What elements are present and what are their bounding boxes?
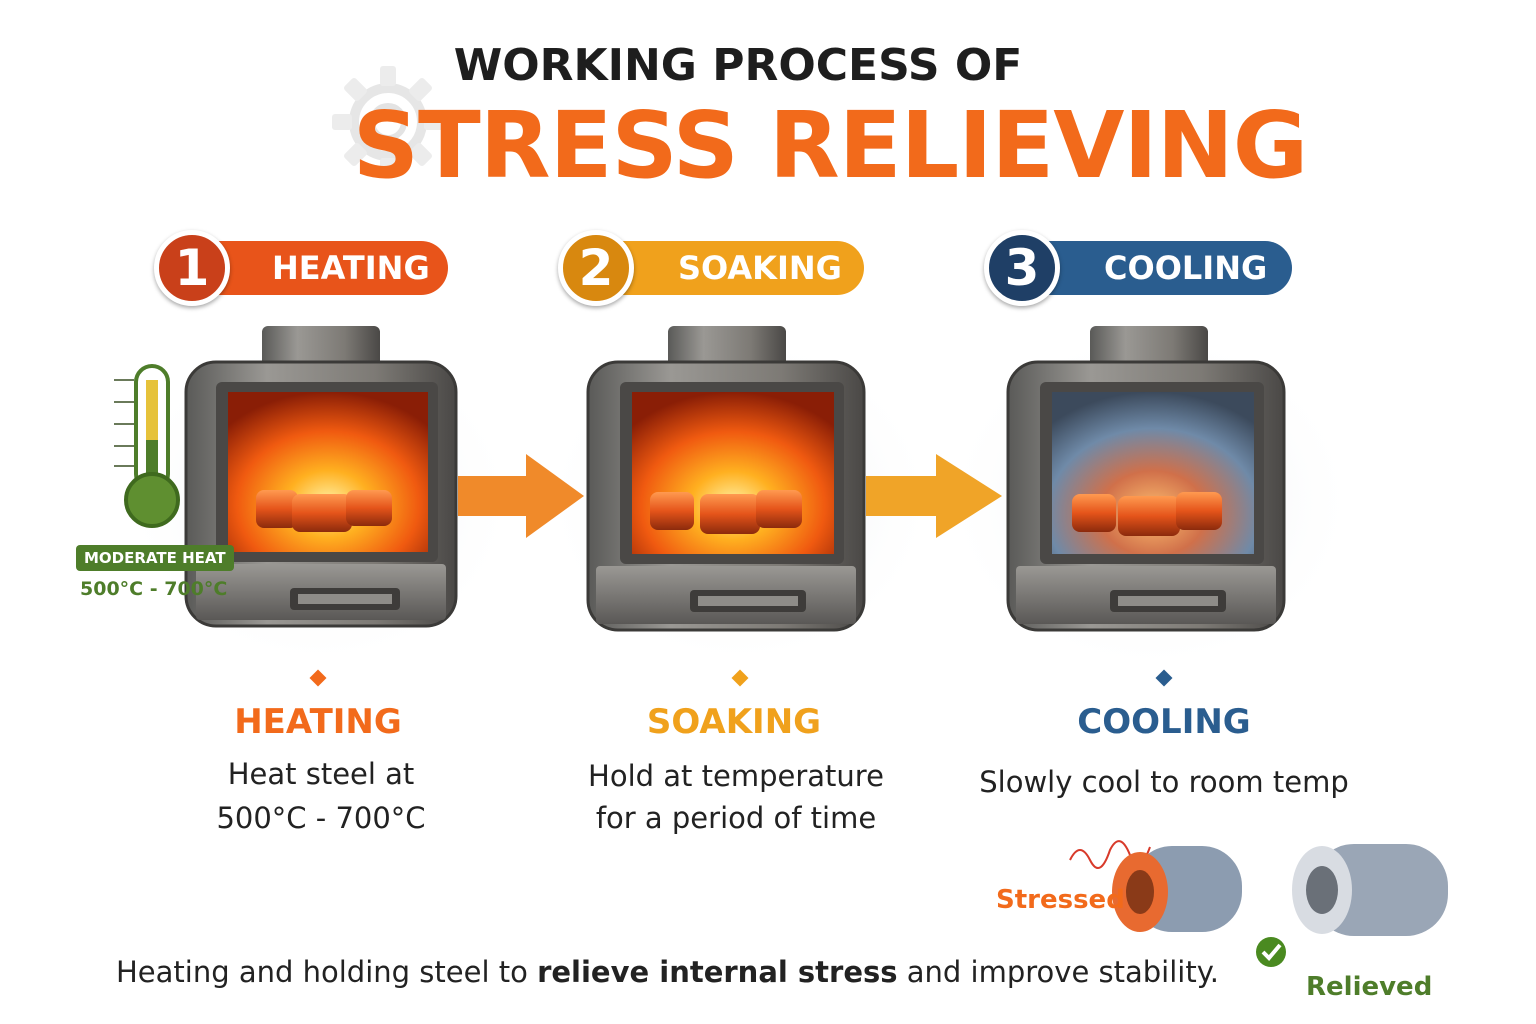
step-2-badge-label: SOAKING	[678, 249, 842, 287]
footer-bold: relieve internal stress	[537, 955, 898, 989]
step-1-number: 1	[154, 230, 230, 306]
arrow-right-icon	[458, 454, 584, 538]
step-1-desc-line2: 500°C - 700°C	[216, 801, 426, 835]
footer-caption: Heating and holding steel to relieve int…	[116, 955, 1219, 989]
step-3-badge: COOLING	[1022, 241, 1292, 295]
heat-tag-label: MODERATE HEAT	[84, 549, 226, 567]
footer-part2: and improve stability.	[897, 955, 1219, 989]
step-1-title: HEATING	[234, 702, 402, 742]
step-3-badge-label: COOLING	[1104, 249, 1268, 287]
furnace-1	[120, 326, 520, 670]
arrow-right-icon	[866, 454, 1002, 538]
gear-icon	[332, 66, 444, 178]
step-1-badge-label: HEATING	[272, 249, 430, 287]
stressed-cylinder-icon	[1069, 840, 1242, 932]
step-1-desc-line1: Heat steel at	[227, 757, 415, 791]
furnace-2	[540, 326, 940, 670]
heat-tag: MODERATE HEAT	[76, 545, 234, 571]
relieved-cylinder-icon	[1292, 844, 1448, 936]
thermometer-icon	[114, 364, 180, 528]
step-3-number: 3	[984, 230, 1060, 306]
step-2-title: SOAKING	[646, 702, 822, 742]
footer-part1: Heating and holding steel to	[116, 955, 538, 989]
page-title: STRESS RELIEVING	[352, 92, 1308, 199]
step-2-desc-line1: Hold at temperature	[588, 759, 884, 793]
relieved-label: Relieved	[1306, 972, 1433, 1002]
step-3-title: COOLING	[1077, 702, 1251, 742]
step-1-badge: HEATING	[190, 241, 448, 295]
step-2-number: 2	[558, 230, 634, 306]
stressed-label: Stressed	[996, 885, 1125, 915]
heat-range: 500°C - 700°C	[80, 578, 228, 600]
furnace-3	[940, 325, 1360, 675]
step-2-badge: SOAKING	[596, 241, 864, 295]
step-2-desc-line2: for a period of time	[595, 801, 877, 835]
header-subtitle: WORKING PROCESS OF	[453, 40, 1023, 91]
step-3-desc-line1: Slowly cool to room temp	[979, 765, 1349, 799]
check-icon	[1256, 937, 1286, 967]
